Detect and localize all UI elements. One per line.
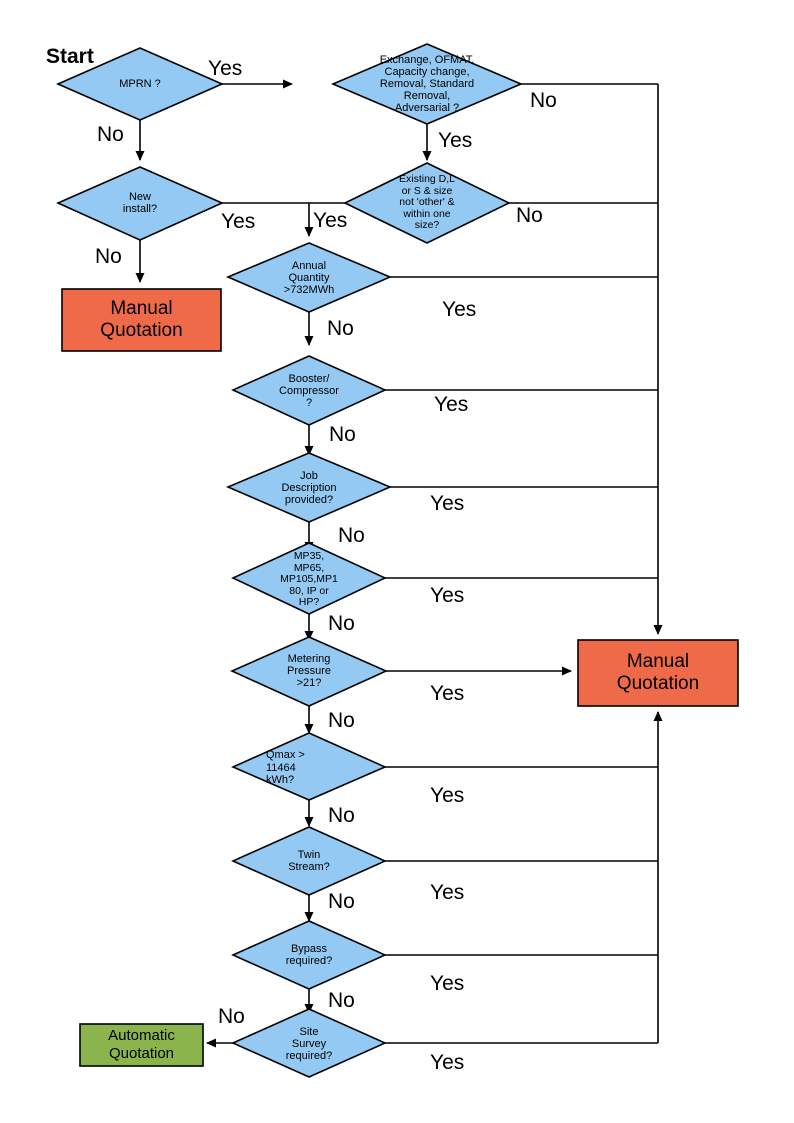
node-site-survey[interactable] — [231, 1008, 387, 1078]
edge-label-qmax-no: No — [328, 804, 355, 827]
edge-label-bypass-no: No — [328, 989, 355, 1012]
start-label: Start — [46, 45, 94, 68]
edge-label-twin-yes: Yes — [430, 881, 465, 904]
edge-label-bypass-yes: Yes — [430, 972, 465, 995]
edge-label-exchange-no: No — [530, 89, 557, 112]
node-bypass[interactable] — [231, 920, 387, 990]
edge-label-existing-yes: Yes — [313, 209, 348, 232]
node-annual-quantity[interactable] — [225, 242, 393, 313]
node-manual-quotation-left[interactable] — [61, 288, 222, 352]
node-existing[interactable] — [343, 162, 511, 244]
node-manual-quotation-right[interactable] — [577, 639, 739, 707]
edge-label-booster-no: No — [329, 423, 356, 446]
edge-label-jobdesc-no: No — [338, 524, 365, 547]
edge-label-existing-no: No — [516, 204, 543, 227]
node-metering-pressure[interactable] — [230, 636, 388, 707]
edge-label-mprn-yes: Yes — [208, 57, 243, 80]
edge-label-booster-yes: Yes — [434, 393, 469, 416]
flowchart-nodes — [56, 43, 739, 1078]
node-mprn[interactable] — [56, 47, 224, 121]
edge-label-mpclass-no: No — [328, 612, 355, 635]
edge-label-mpclass-yes: Yes — [430, 584, 465, 607]
edge-label-annual-yes: Yes — [442, 298, 477, 321]
edge-label-mprn-no: No — [97, 123, 124, 146]
edge-label-newinst-no: No — [95, 245, 122, 268]
node-qmax[interactable] — [231, 732, 387, 801]
edge-label-jobdesc-yes: Yes — [430, 492, 465, 515]
edge-label-metering-no: No — [328, 709, 355, 732]
edge-label-sitesurvey-yes: Yes — [430, 1051, 465, 1074]
edge-label-metering-yes: Yes — [430, 682, 465, 705]
node-mp-class[interactable] — [231, 542, 387, 615]
node-twin-stream[interactable] — [231, 826, 387, 896]
node-new-install[interactable] — [56, 166, 224, 241]
edge-label-annual-no: No — [327, 317, 354, 340]
edge-label-exchange-yes: Yes — [438, 129, 473, 152]
connector-lines — [135, 79, 663, 1048]
node-job-description[interactable] — [225, 452, 393, 523]
edge-label-newinst-yes: Yes — [221, 210, 256, 233]
node-automatic-quotation[interactable] — [79, 1023, 204, 1067]
edge-label-sitesurvey-no: No — [218, 1005, 245, 1028]
edge-label-twin-no: No — [328, 890, 355, 913]
edge-label-qmax-yes: Yes — [430, 784, 465, 807]
node-booster[interactable] — [231, 355, 387, 426]
node-exchange[interactable] — [330, 43, 524, 125]
